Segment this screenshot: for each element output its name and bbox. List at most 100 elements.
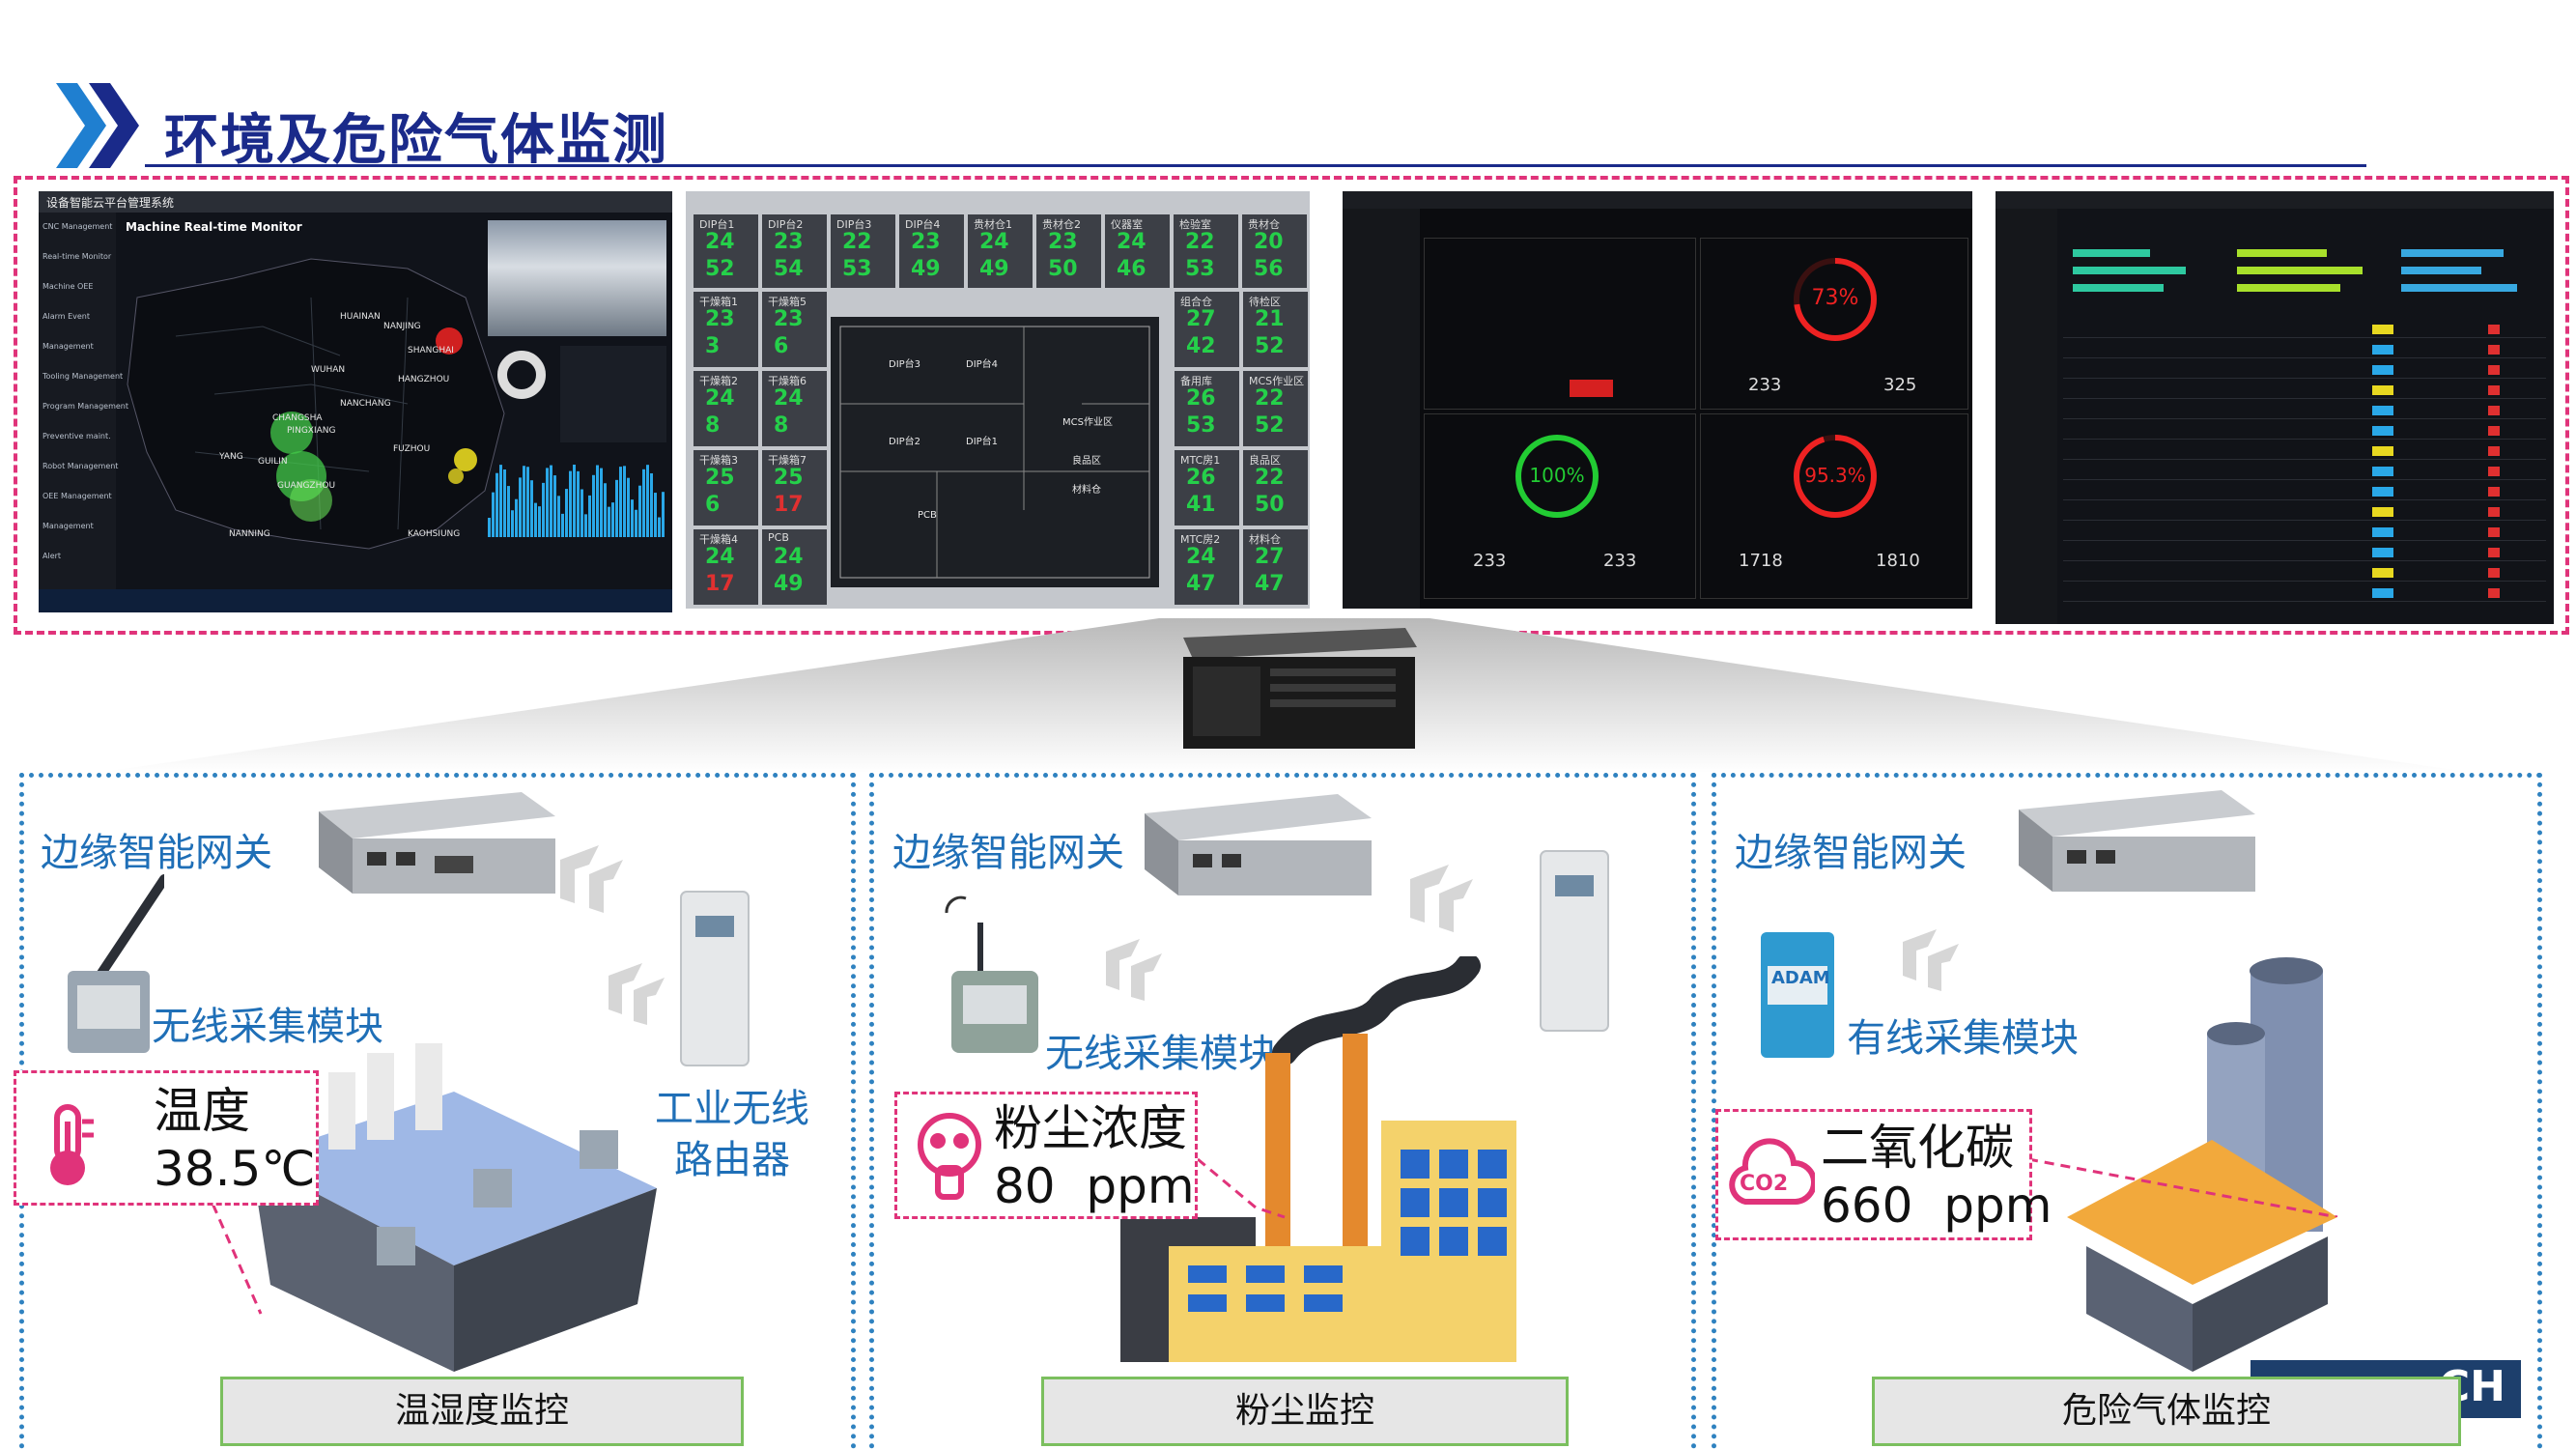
- sensor-cell-name: MCS作业区: [1249, 375, 1305, 387]
- map-menu-item[interactable]: CNC Management: [42, 222, 113, 231]
- gauge-2-value: 100%: [1529, 464, 1585, 487]
- table-progress-bar: [2237, 284, 2340, 292]
- sensor-humidity: 54: [774, 257, 804, 281]
- table-row[interactable]: [2063, 322, 2546, 338]
- sensor-humidity: 8: [705, 413, 721, 438]
- map-menu-item[interactable]: OEE Management: [42, 492, 112, 500]
- map-menu-item[interactable]: Robot Management: [42, 462, 119, 470]
- sparkline-bar: [526, 467, 529, 537]
- floor-plan-label: DIP台3: [889, 359, 921, 370]
- sensor-humidity: 49: [774, 572, 804, 596]
- table-row[interactable]: [2063, 403, 2546, 419]
- table-row[interactable]: [2063, 585, 2546, 602]
- dust-readout: 粉尘浓度 80 ppm: [894, 1092, 1198, 1219]
- table-row[interactable]: [2063, 443, 2546, 460]
- sensor-humidity: 46: [1117, 257, 1146, 281]
- gauge-1-right: 325: [1883, 375, 1917, 395]
- sensor-cell-name: 良品区: [1249, 454, 1281, 467]
- sensor-cell-name: 检验室: [1179, 218, 1211, 231]
- caption-dust: 粉尘监控: [1041, 1377, 1569, 1446]
- table-alert-badge: [2488, 446, 2500, 456]
- sensor-temperature: 21: [1255, 307, 1285, 331]
- table-row[interactable]: [2063, 342, 2546, 358]
- sparkline-bar: [580, 489, 583, 537]
- map-city-label: PINGXIANG: [287, 426, 336, 436]
- sensor-humidity: 53: [1186, 413, 1216, 438]
- map-menu-item[interactable]: Real-time Monitor: [42, 252, 112, 261]
- map-menu-item[interactable]: Management: [42, 522, 94, 530]
- sensor-temperature: 24: [979, 230, 1009, 254]
- table-alert-badge: [2488, 406, 2500, 415]
- floor-plan-label: 良品区: [1072, 456, 1101, 467]
- table-alert-badge: [2488, 365, 2500, 375]
- warehouse-illustration: [251, 1043, 657, 1372]
- sparkline-bar: [523, 466, 525, 537]
- gateway-label-2: 边缘智能网关: [892, 831, 1124, 875]
- dashboard-gauges[interactable]: 73% 233 325 100% 233 233 95.3% 1718 1810: [1343, 191, 1972, 609]
- table-row[interactable]: [2063, 464, 2546, 480]
- sensor-cell-name: 干燥箱3: [699, 454, 738, 467]
- map-menu-item[interactable]: Program Management: [42, 402, 128, 411]
- sparkline-bar: [662, 492, 665, 537]
- map-menu-item[interactable]: Alarm Event: [42, 312, 90, 321]
- sensor-temperature: 23: [911, 230, 941, 254]
- sensor-humidity: 50: [1255, 493, 1285, 517]
- table-alert-badge: [2488, 426, 2500, 436]
- table-row[interactable]: [2063, 362, 2546, 379]
- map-menu-item[interactable]: Tooling Management: [42, 372, 124, 381]
- map-menu-item[interactable]: Management: [42, 342, 94, 351]
- table-alert-badge: [2488, 467, 2500, 476]
- table-row[interactable]: [2063, 504, 2546, 521]
- table-row[interactable]: [2063, 383, 2546, 399]
- table-progress-bar: [2401, 249, 2504, 257]
- table-row[interactable]: [2063, 565, 2546, 582]
- sensor-cell-name: PCB: [768, 531, 789, 544]
- table-row[interactable]: [2063, 545, 2546, 561]
- sparkline-bar: [588, 495, 591, 537]
- sensor-cell-name: DIP台2: [768, 218, 804, 231]
- industrial-server-icon: [1183, 628, 1417, 749]
- dashboard-table[interactable]: [1996, 191, 2554, 624]
- table-row[interactable]: [2063, 423, 2546, 440]
- gauge-2-left: 233: [1473, 551, 1507, 571]
- table-status-badge: [2372, 406, 2393, 415]
- module-label-3: 有线采集模块: [1847, 1016, 2079, 1061]
- map-menu-item[interactable]: Preventive maint.: [42, 432, 111, 440]
- table-row[interactable]: [2063, 525, 2546, 541]
- sparkline-bar: [627, 477, 630, 537]
- gauge-1-value: 73%: [1811, 286, 1859, 310]
- map-menu-item[interactable]: Alert: [42, 552, 62, 560]
- map-menu-item[interactable]: Machine OEE: [42, 282, 94, 291]
- sparkline-bar: [530, 480, 533, 537]
- chevron-icon: [56, 83, 139, 168]
- table-row[interactable]: [2063, 484, 2546, 500]
